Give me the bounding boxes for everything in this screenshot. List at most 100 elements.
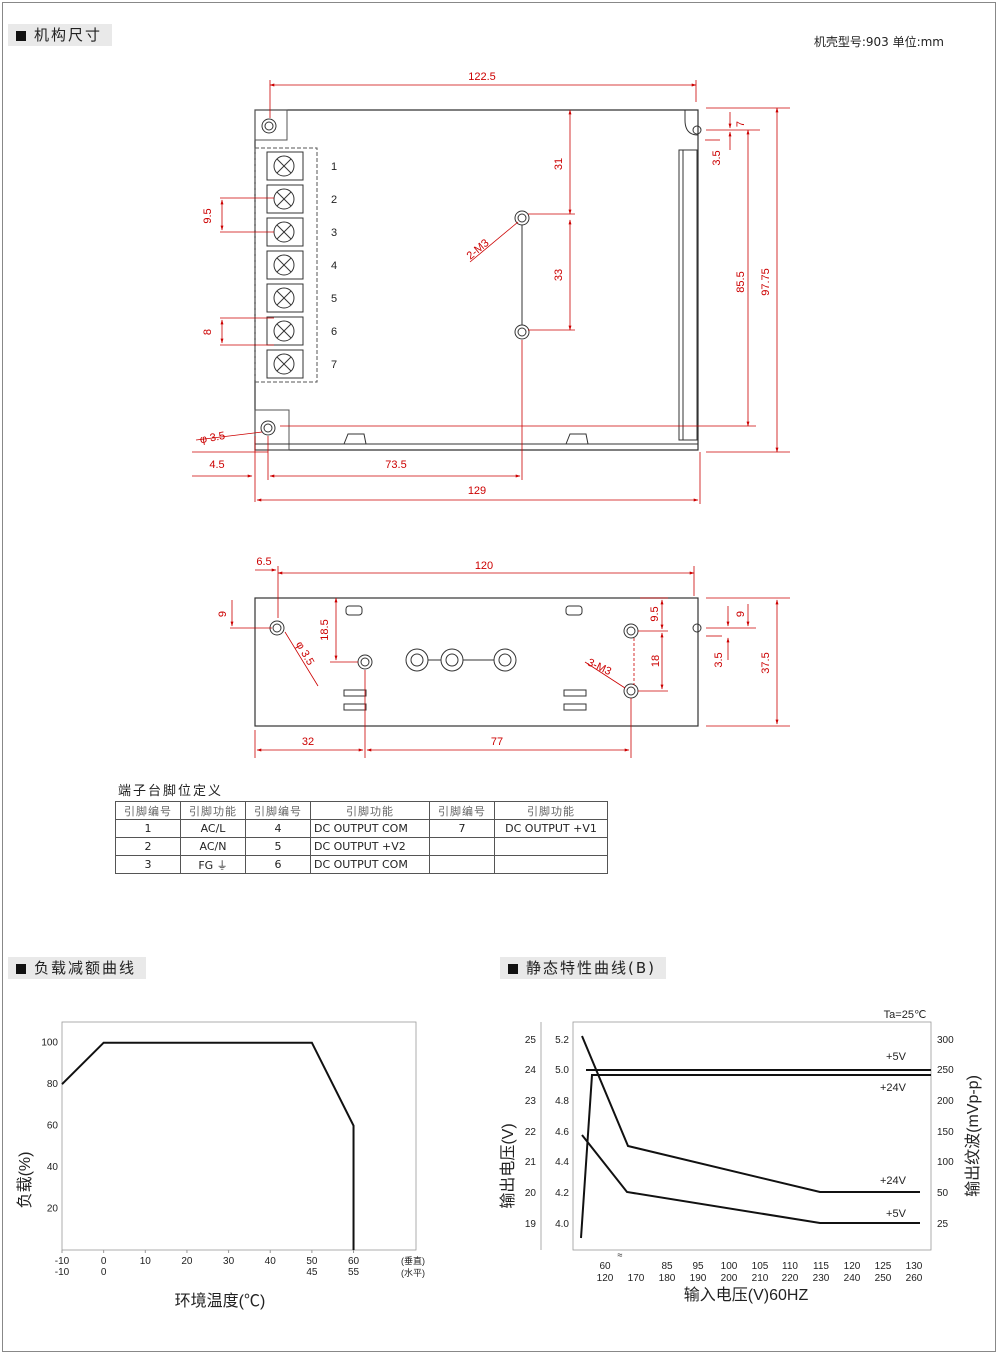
x-tick-label: 60	[348, 1256, 360, 1267]
y-left-inner-tick: 4.4	[555, 1157, 569, 1168]
label-24v-ripple: +24V	[880, 1175, 907, 1187]
series-24v-ripple	[581, 1035, 920, 1193]
square-bullet-icon	[16, 964, 26, 974]
dim-9-5: 9.5	[202, 208, 214, 223]
x-tick-top: 105	[752, 1261, 769, 1272]
y-tick-label: 20	[47, 1204, 59, 1215]
x-tick-label: -10	[55, 1256, 70, 1267]
x-tick-label: 0	[101, 1256, 107, 1267]
y-right-tick: 300	[937, 1035, 954, 1046]
x-tick-top: 120	[844, 1261, 861, 1272]
terminal-number: 1	[331, 161, 337, 173]
terminal-cell	[266, 349, 304, 379]
dim-phi-3-5: φ 3.5	[199, 430, 226, 446]
section-title-text: 静态特性曲线(B)	[526, 959, 656, 977]
terminal-cell	[266, 250, 304, 280]
table-header-cell: 引脚编号	[245, 801, 311, 820]
dim-6-5: 6.5	[256, 556, 271, 568]
x-tick-bottom: 180	[659, 1273, 676, 1284]
x-tick-bottom: 230	[813, 1273, 830, 1284]
derating-curve	[61, 1041, 355, 1250]
y-right-tick: 200	[937, 1096, 954, 1107]
section-title-text: 机构尺寸	[34, 26, 103, 44]
x-tick-top: 95	[692, 1261, 704, 1272]
section-title-text: 负载减额曲线	[34, 959, 137, 977]
dim-73-5: 73.5	[385, 459, 406, 471]
terminal-screw-icon	[273, 254, 295, 276]
table-cell: DC OUTPUT COM	[310, 819, 430, 838]
section-title-static: 静态特性曲线(B)	[500, 957, 666, 979]
dim-18: 18	[650, 655, 662, 667]
x-tick-top: 110	[782, 1261, 798, 1272]
series-24v-voltage	[580, 1074, 931, 1239]
y-tick-label: 100	[41, 1038, 58, 1049]
terminal-number: 4	[331, 260, 337, 272]
x-tick-label-horizontal: -10	[55, 1267, 70, 1278]
y-left-outer-tick: 22	[525, 1127, 537, 1138]
terminal-number: 6	[331, 326, 337, 338]
y-left-inner-tick: 4.6	[555, 1127, 569, 1138]
table-cell: DC OUTPUT COM	[310, 855, 430, 874]
static-ylabel-right: 输出纹波(mVp-p)	[964, 1075, 982, 1197]
x-tick-label-horizontal: 0	[101, 1267, 107, 1278]
table-header-cell: 引脚编号	[429, 801, 495, 820]
y-left-outer-tick: 21	[525, 1157, 537, 1168]
table-cell: 7	[429, 819, 495, 838]
x-tick-bottom: 120	[597, 1273, 614, 1284]
derating-ylabel: 负载(%)	[16, 1152, 34, 1209]
y-left-outer-tick: 20	[525, 1188, 537, 1199]
case-note: 机壳型号:903 单位:mm	[813, 35, 944, 49]
static-xlabel: 输入电压(V)60HZ	[684, 1286, 809, 1304]
x-tick-label-horizontal: 55	[348, 1267, 360, 1278]
x-tick-bottom: 170	[628, 1273, 645, 1284]
terminal-cell	[266, 184, 304, 214]
x-tick-label: 30	[223, 1256, 235, 1267]
y-left-outer-tick: 24	[525, 1065, 537, 1076]
terminal-number: 5	[331, 293, 337, 305]
label-24v-voltage: +24V	[880, 1082, 907, 1094]
x-tick-bottom: 200	[721, 1273, 738, 1284]
table-cell: 1	[115, 819, 181, 838]
dim-phi-3-5-side: φ 3.5	[293, 639, 316, 667]
dim-3-5-side: 3.5	[713, 652, 725, 667]
x-tick-top: 130	[906, 1261, 923, 1272]
y-left-inner-tick: 4.2	[555, 1188, 569, 1199]
x-tick-top: 125	[875, 1261, 892, 1272]
dim-120: 120	[475, 560, 493, 572]
dim-122-5: 122.5	[468, 71, 496, 83]
table-cell: 4	[245, 819, 311, 838]
dim-33: 33	[553, 269, 565, 281]
x-tick-bottom: 250	[875, 1273, 892, 1284]
pin-table-caption: 端子台脚位定义	[118, 784, 224, 799]
dim-8: 8	[202, 329, 214, 335]
table-cell: 2	[115, 837, 181, 856]
hole-label-3m3: 3-M3	[585, 657, 613, 678]
y-left-outer-tick: 23	[525, 1096, 537, 1107]
section-title-derating: 负载减额曲线	[8, 957, 147, 979]
hole-label-2m3: 2-M3	[465, 237, 492, 262]
table-cell	[429, 855, 495, 874]
y-tick-label: 60	[47, 1121, 59, 1132]
dim-4-5: 4.5	[209, 459, 224, 471]
pin-table: 引脚编号 引脚功能 引脚编号 引脚功能 引脚编号 引脚功能 1 AC/L 4 D…	[115, 801, 608, 874]
y-right-tick: 25	[937, 1219, 949, 1230]
terminal-cell	[266, 151, 304, 181]
table-cell	[494, 837, 608, 856]
table-row: 1 AC/L 4 DC OUTPUT COM 7 DC OUTPUT +V1	[115, 819, 608, 838]
x-tick-top: 115	[813, 1261, 829, 1272]
table-row: 2 AC/N 5 DC OUTPUT +V2	[115, 837, 608, 856]
table-cell: 3	[115, 855, 181, 874]
table-cell	[494, 855, 608, 874]
x-tick-label: 50	[306, 1256, 318, 1267]
terminal-number: 7	[331, 359, 337, 371]
terminal-screw-icon	[273, 320, 295, 342]
x-tick-label: 40	[265, 1256, 277, 1267]
dim-7: 7	[735, 121, 747, 127]
x-tick-top: 100	[721, 1261, 738, 1272]
x-tick-bottom: 220	[782, 1273, 799, 1284]
table-header-cell: 引脚功能	[494, 801, 608, 820]
table-cell: AC/N	[180, 837, 246, 856]
table-row: 3 FG ⏚ 6 DC OUTPUT COM	[115, 855, 608, 874]
